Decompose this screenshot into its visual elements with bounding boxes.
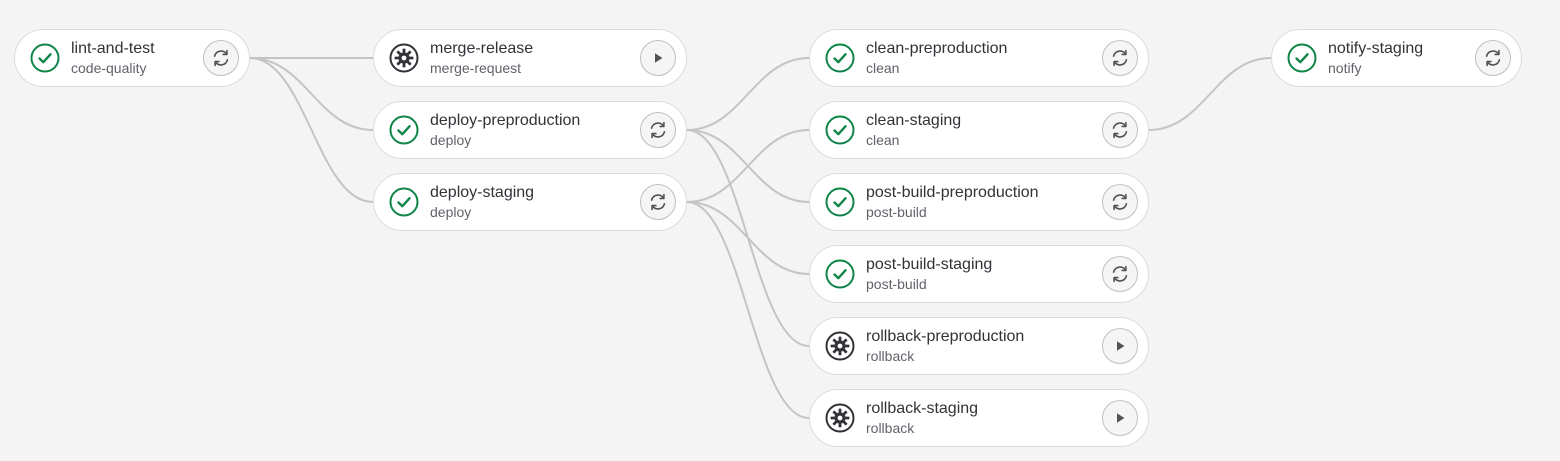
job-text: lint-and-test code-quality [71,39,203,77]
job-clean-staging[interactable]: clean-staging clean [809,101,1149,159]
job-name: lint-and-test [71,40,155,57]
job-clean-preproduction[interactable]: clean-preproduction clean [809,29,1149,87]
play-button[interactable] [1102,400,1138,436]
check-circle-icon [29,42,61,74]
play-icon [1112,338,1128,354]
job-name: post-build-preproduction [866,184,1039,201]
job-stage: post-build [866,204,927,220]
job-stage: rollback [866,420,915,436]
job-stage: clean [866,60,900,76]
job-name: notify-staging [1328,40,1424,57]
retry-button[interactable] [1102,184,1138,220]
job-text: post-build-preproduction post-build [866,183,1102,221]
retry-icon [1109,119,1131,141]
retry-button[interactable] [1475,40,1511,76]
job-text: notify-staging notify [1328,39,1475,77]
link-deploy-preproduction-to-post-build-preproduction [686,129,810,203]
check-circle-icon [824,258,856,290]
job-text: clean-staging clean [866,111,1102,149]
link-lint-and-test-to-deploy-staging [249,57,374,203]
job-text: rollback-staging rollback [866,399,1102,437]
job-deploy-preproduction[interactable]: deploy-preproduction deploy [373,101,687,159]
retry-icon [1109,47,1131,69]
link-lint-and-test-to-deploy-preproduction [249,57,374,131]
job-stage: merge-request [430,60,522,76]
job-name: clean-preproduction [866,40,1008,57]
job-rollback-preproduction[interactable]: rollback-preproduction rollback [809,317,1149,375]
link-deploy-staging-to-clean-staging [686,129,810,203]
job-text: deploy-staging deploy [430,183,640,221]
retry-icon [647,119,669,141]
check-circle-icon [824,114,856,146]
check-circle-icon [388,114,420,146]
job-stage: post-build [866,276,927,292]
retry-icon [1482,47,1504,69]
retry-icon [1109,191,1131,213]
job-text: post-build-staging post-build [866,255,1102,293]
job-stage: deploy [430,132,472,148]
retry-button[interactable] [640,184,676,220]
job-text: clean-preproduction clean [866,39,1102,77]
retry-button[interactable] [1102,40,1138,76]
link-deploy-staging-to-post-build-staging [686,201,810,275]
gear-icon [388,42,420,74]
job-deploy-staging[interactable]: deploy-staging deploy [373,173,687,231]
retry-icon [1109,263,1131,285]
job-merge-release[interactable]: merge-release merge-request [373,29,687,87]
job-post-build-staging[interactable]: post-build-staging post-build [809,245,1149,303]
check-circle-icon [388,186,420,218]
job-name: clean-staging [866,112,962,129]
retry-button[interactable] [203,40,239,76]
job-name: merge-release [430,40,534,57]
job-lint-and-test[interactable]: lint-and-test code-quality [14,29,250,87]
gear-icon [824,402,856,434]
retry-icon [210,47,232,69]
job-text: merge-release merge-request [430,39,640,77]
job-stage: rollback [866,348,915,364]
play-icon [1112,410,1128,426]
link-clean-staging-to-notify-staging [1148,57,1272,131]
job-name: post-build-staging [866,256,993,273]
retry-button[interactable] [640,112,676,148]
link-deploy-preproduction-to-clean-preproduction [686,57,810,131]
job-rollback-staging[interactable]: rollback-staging rollback [809,389,1149,447]
check-circle-icon [1286,42,1318,74]
link-deploy-preproduction-to-rollback-preproduction [686,129,810,347]
check-circle-icon [824,186,856,218]
link-deploy-staging-to-rollback-staging [686,201,810,419]
retry-button[interactable] [1102,112,1138,148]
play-button[interactable] [1102,328,1138,364]
job-name: rollback-staging [866,400,979,417]
retry-icon [647,191,669,213]
check-circle-icon [824,42,856,74]
job-notify-staging[interactable]: notify-staging notify [1271,29,1522,87]
job-name: deploy-preproduction [430,112,581,129]
job-stage: deploy [430,204,472,220]
job-name: rollback-preproduction [866,328,1025,345]
job-stage: notify [1328,60,1362,76]
job-text: deploy-preproduction deploy [430,111,640,149]
job-stage: code-quality [71,60,147,76]
retry-button[interactable] [1102,256,1138,292]
job-post-build-preproduction[interactable]: post-build-preproduction post-build [809,173,1149,231]
play-icon [650,50,666,66]
gear-icon [824,330,856,362]
play-button[interactable] [640,40,676,76]
job-text: rollback-preproduction rollback [866,327,1102,365]
job-stage: clean [866,132,900,148]
job-name: deploy-staging [430,184,535,201]
